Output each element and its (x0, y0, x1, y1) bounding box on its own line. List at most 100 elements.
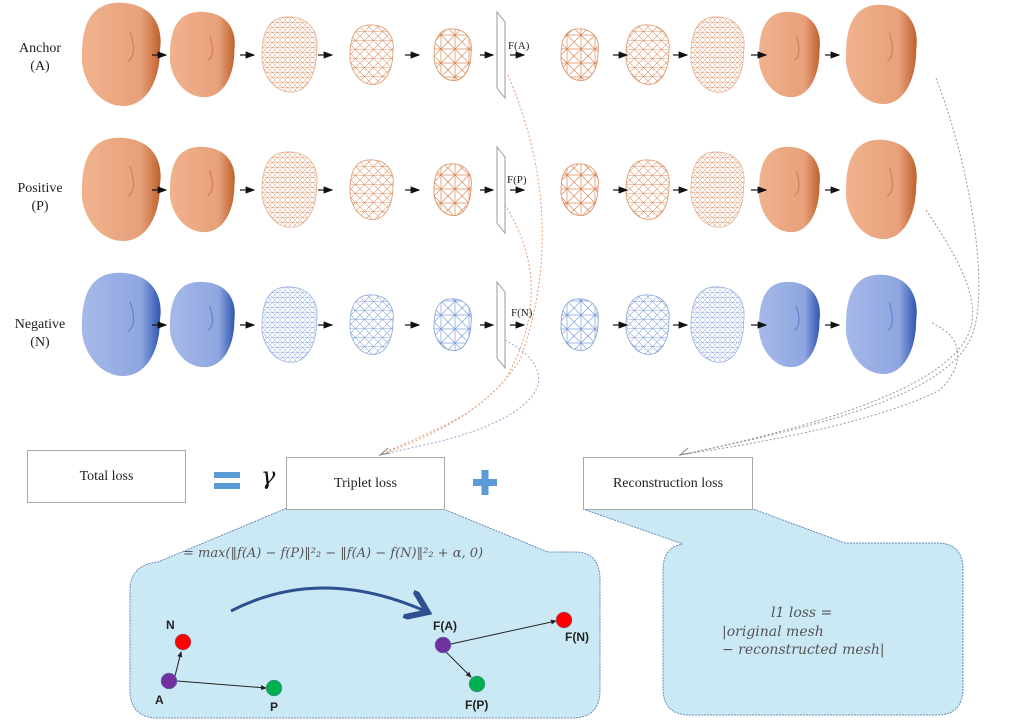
pipeline-row-1 (81, 137, 917, 241)
l1-loss-line2: |original mesh (722, 624, 824, 640)
face-mesh-render-0 (81, 2, 161, 106)
nose-contour (887, 32, 893, 62)
wireframe-mesh-6 (625, 294, 670, 355)
pipeline-rows (81, 2, 917, 376)
edge-fa-to-fn (450, 619, 557, 645)
latent-feature-plane (496, 280, 506, 370)
nose-contour (887, 302, 893, 332)
face-mesh-render-8 (758, 146, 820, 233)
triplet-loss-box: Triplet loss (286, 457, 445, 510)
wireframe-mesh-5 (560, 163, 599, 216)
row-label-anchor-symbol: (A) (30, 59, 50, 74)
triplet-loss-label: Triplet loss (334, 475, 397, 491)
row-label-negative-symbol: (N) (30, 335, 50, 350)
wireframe-mesh-6 (625, 24, 670, 85)
wireframe-mesh-7 (690, 151, 745, 228)
l1-loss-line1: l1 loss = (771, 605, 833, 621)
mapping-arc-arrow (230, 586, 425, 611)
row-label-positive-name: Positive (17, 181, 63, 196)
nose-contour (127, 166, 135, 197)
edge-fa-to-fp (445, 651, 472, 678)
reconstruction-loss-box: Reconstruction loss (583, 457, 753, 510)
face-mesh-render-0 (81, 137, 161, 241)
loss-connectors (378, 74, 980, 456)
wireframe-mesh-2 (261, 151, 318, 228)
triplet-connector-p (379, 204, 532, 456)
row-label-positive-symbol: (P) (31, 199, 49, 214)
face-mesh-render-9 (845, 139, 917, 240)
wireframe-mesh-5 (560, 298, 599, 351)
point-a (160, 672, 178, 690)
face-mesh-render-1 (169, 146, 235, 233)
reconstruction-loss-label: Reconstruction loss (612, 475, 724, 491)
row-label-anchor: Anchor (A) (0, 40, 80, 76)
nose-contour (794, 305, 800, 331)
latent-feature-plane (496, 10, 506, 100)
reconstruction-connector-a (679, 77, 980, 456)
wireframe-mesh-4 (433, 163, 472, 216)
reconstruction-loss-bubble (582, 508, 964, 716)
face-mesh-render-9 (845, 274, 917, 375)
gamma-symbol: γ (261, 462, 276, 490)
face-mesh-render-0 (81, 272, 161, 376)
nose-contour (794, 170, 800, 196)
nose-contour (127, 31, 135, 62)
wireframe-mesh-7 (690, 16, 745, 93)
total-loss-label: Total loss (79, 468, 134, 484)
feature-label-p: F(P) (507, 174, 527, 186)
nose-contour (207, 305, 214, 331)
wireframe-mesh-6 (625, 159, 670, 220)
feature-label-n: F(N) (511, 307, 533, 319)
nose-contour (887, 167, 893, 197)
plus-icon (473, 470, 497, 495)
edge-a-to-p (176, 680, 267, 691)
total-loss-box: Total loss (27, 450, 186, 503)
wireframe-mesh-2 (261, 286, 318, 363)
nose-contour (207, 170, 214, 196)
triplet-connector-arrowhead (378, 447, 391, 456)
label-p: P (270, 700, 279, 714)
triplet-loss-formula: = max(‖f(A) − f(P)‖²₂ − ‖f(A) − f(N)‖²₂ … (183, 546, 484, 561)
point-n (174, 633, 192, 651)
reconstruction-connector-n (679, 322, 959, 456)
row-label-anchor-name: Anchor (19, 41, 61, 56)
edge-a-to-n (174, 651, 183, 677)
wireframe-mesh-3 (349, 159, 394, 220)
row-label-positive: Positive (P) (0, 180, 80, 216)
l1-loss-line3: − reconstructed mesh| (722, 642, 885, 658)
point-fn (555, 611, 573, 629)
wireframe-mesh-2 (261, 16, 318, 93)
face-mesh-render-8 (758, 11, 820, 98)
pipeline-row-2 (81, 272, 917, 376)
wireframe-mesh-5 (560, 28, 599, 81)
label-n: N (166, 618, 175, 632)
wireframe-mesh-4 (433, 28, 472, 81)
nose-contour (207, 35, 214, 61)
label-fa: F(A) (433, 619, 457, 633)
triplet-connector-n (379, 339, 540, 456)
triplet-loss-bubble (129, 507, 601, 719)
face-mesh-render-1 (169, 281, 235, 368)
wireframe-mesh-7 (690, 286, 745, 363)
equals-icon (214, 472, 240, 489)
label-fn: F(N) (565, 630, 589, 644)
face-mesh-render-1 (169, 11, 235, 98)
feature-label-a: F(A) (508, 40, 530, 52)
wireframe-mesh-4 (433, 298, 472, 351)
point-p (265, 679, 283, 697)
wireframe-mesh-3 (349, 294, 394, 355)
reconstruction-connector-p (679, 209, 974, 456)
latent-feature-plane (496, 145, 506, 235)
pipeline-row-0 (81, 2, 917, 106)
wireframe-mesh-3 (349, 24, 394, 85)
label-a: A (155, 693, 164, 707)
row-label-negative-name: Negative (14, 317, 66, 332)
triplet-connector-a (379, 74, 543, 456)
row-label-negative: Negative (N) (0, 316, 80, 352)
face-mesh-render-8 (758, 281, 820, 368)
reconstruction-connector-arrowhead (678, 447, 691, 456)
point-fp (468, 675, 486, 693)
face-mesh-render-9 (845, 4, 917, 105)
label-fp: F(P) (465, 698, 489, 712)
